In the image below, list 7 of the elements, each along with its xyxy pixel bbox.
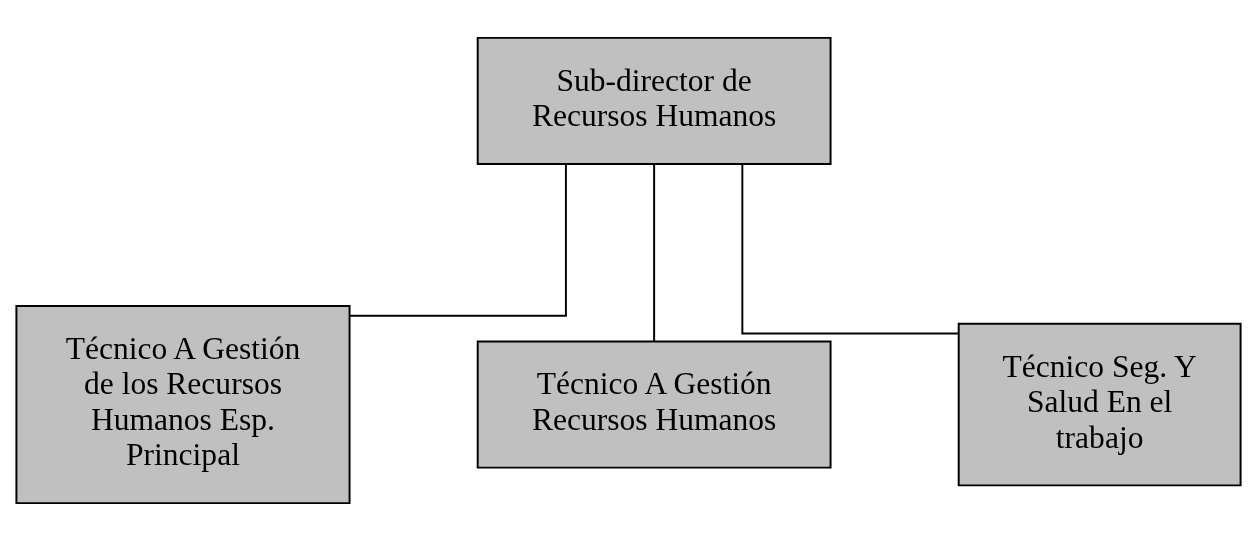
connector <box>741 163 960 335</box>
node-box: Técnico A Gestión de los Recursos Humanos Esp. Principal <box>15 304 351 504</box>
connector <box>348 162 567 317</box>
node-box: Técnico Seg. Y Salud En el trabajo <box>957 322 1242 486</box>
node-box: Técnico A Gestión Recursos Humanos <box>476 340 832 469</box>
node-box: Sub-director de Recursos Humanos <box>476 36 832 165</box>
connector <box>653 163 656 342</box>
